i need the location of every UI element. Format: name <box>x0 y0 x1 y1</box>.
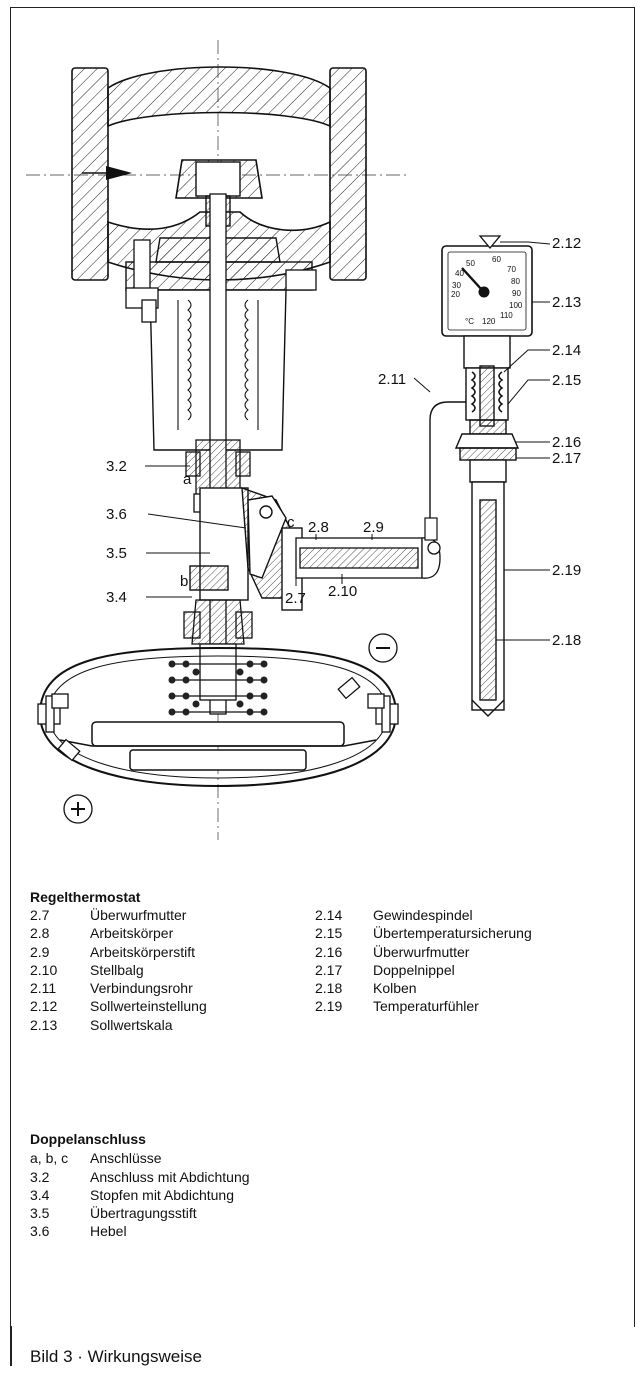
callout-2-12: 2.12 <box>552 235 581 252</box>
callout-2-17: 2.17 <box>552 450 581 467</box>
legend-title: Doppelanschluss <box>30 1131 146 1147</box>
callout-a: a <box>183 471 192 488</box>
callout-2-8: 2.8 <box>308 519 329 536</box>
callout-c: c <box>287 514 295 531</box>
callout-3-2: 3.2 <box>106 458 127 475</box>
callout-3-4: 3.4 <box>106 589 127 606</box>
connecting-tube <box>429 401 478 528</box>
lower-neck <box>183 599 253 701</box>
callout-b: b <box>180 573 188 590</box>
double-connection <box>189 486 303 611</box>
legend-title: Regelthermostat <box>30 889 141 905</box>
svg-text:100: 100 <box>509 301 523 310</box>
flange-bolts <box>125 239 317 323</box>
callout-3-5: 3.5 <box>106 545 127 562</box>
actuator-springs <box>168 660 268 716</box>
frame-bottom-rule <box>10 1326 12 1366</box>
svg-text:60: 60 <box>492 255 501 264</box>
actuator-connections <box>57 676 361 762</box>
callout-2-16: 2.16 <box>552 434 581 451</box>
callout-3-6: 3.6 <box>106 506 127 523</box>
figure-caption: Bild 3 · Wirkungsweise <box>30 1347 202 1366</box>
thermostat-column <box>454 335 520 717</box>
svg-text:70: 70 <box>507 265 516 274</box>
legend-regelthermostat: Regelthermostat <box>30 888 140 907</box>
callout-2-7: 2.7 <box>285 590 306 607</box>
svg-text:°C: °C <box>465 317 474 326</box>
minus-symbol <box>368 633 398 663</box>
flow-arrow <box>82 166 132 180</box>
svg-text:90: 90 <box>512 289 521 298</box>
working-body <box>295 537 441 579</box>
svg-text:40: 40 <box>455 269 464 278</box>
callout-2-15: 2.15 <box>552 372 581 389</box>
figure-frame <box>10 7 635 1327</box>
leader-lines <box>145 241 551 641</box>
svg-text:120: 120 <box>482 317 496 326</box>
diaphragm-plate <box>59 721 377 771</box>
actuator-housing <box>39 646 397 788</box>
callout-2-19: 2.19 <box>552 562 581 579</box>
callout-2-11: 2.11 <box>378 371 406 388</box>
callout-2-18: 2.18 <box>552 632 581 649</box>
actuator-bolts <box>37 693 399 733</box>
stem-bellows <box>177 299 259 430</box>
callout-2-10: 2.10 <box>328 583 357 600</box>
svg-text:20: 20 <box>451 290 460 299</box>
plus-symbol <box>63 794 93 824</box>
callout-2-9: 2.9 <box>363 519 384 536</box>
svg-text:30: 30 <box>452 281 461 290</box>
callout-2-13: 2.13 <box>552 294 581 311</box>
svg-text:110: 110 <box>500 311 513 320</box>
svg-text:80: 80 <box>511 277 520 286</box>
svg-text:50: 50 <box>466 259 475 268</box>
setpoint-knob <box>478 235 502 250</box>
callout-2-14: 2.14 <box>552 342 581 359</box>
